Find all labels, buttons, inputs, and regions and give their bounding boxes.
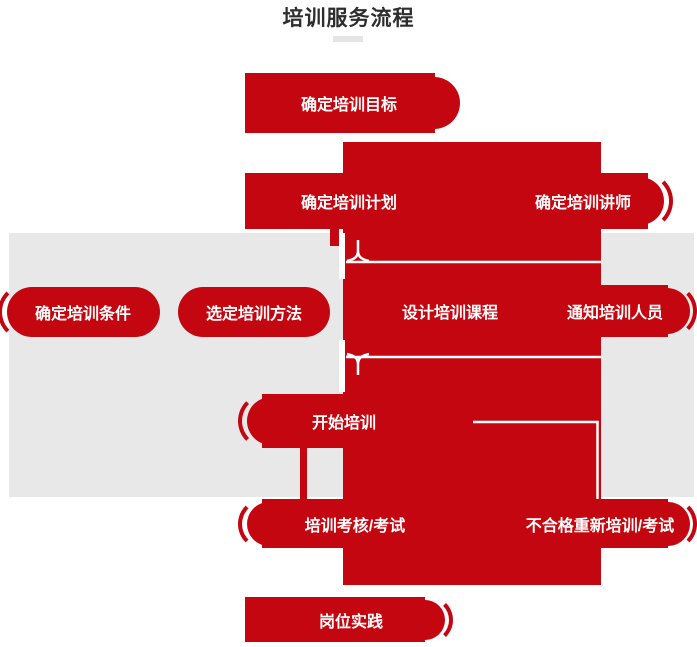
node-practice-label: 岗位实践 (318, 613, 383, 631)
node-method-shape (178, 287, 330, 337)
node-start-label: 开始培训 (311, 415, 376, 432)
node-course-label: 设计培训课程 (401, 305, 498, 322)
node-condition-label: 确定培训条件 (34, 306, 131, 323)
crescent-accent (645, 497, 697, 550)
node-notify-label: 通知培训人员 (566, 305, 663, 322)
crescent-accent (238, 393, 294, 449)
loopback-connector-line (473, 420, 599, 499)
node-goal-label: 确定培训目标 (300, 97, 397, 114)
spine-white-slit-top (339, 233, 345, 279)
node-exam-label: 培训考核/考试 (304, 517, 406, 535)
section-brace-2 (346, 352, 370, 375)
spine-white-slit-bottom (339, 340, 345, 392)
section-brace-1 (346, 240, 370, 263)
crescent-accent (238, 497, 290, 550)
title-divider (333, 36, 363, 42)
crescent-accent (643, 284, 697, 338)
node-condition-shape (0, 283, 160, 341)
page-title: 培训服务流程 (282, 7, 415, 30)
node-exam-retrain-shape (238, 497, 697, 550)
node-retrain-label: 不合格重新培训/考试 (525, 517, 675, 535)
connector-start-to-exam (300, 445, 307, 502)
node-plan-label: 确定培训计划 (300, 195, 397, 212)
spine-red-tab (330, 229, 339, 246)
node-practice-shape (245, 595, 453, 644)
crescent-accent (0, 283, 56, 341)
node-method-label: 选定培训方法 (205, 306, 302, 323)
crescent-accent (405, 595, 453, 644)
round-cap (408, 77, 460, 129)
node-notify-shape (601, 284, 697, 338)
crescent-accent (615, 172, 673, 230)
node-goal-shape (245, 73, 460, 133)
node-plan-lecturer-shape (245, 172, 673, 230)
node-lecturer-label: 确定培训讲师 (534, 195, 631, 212)
